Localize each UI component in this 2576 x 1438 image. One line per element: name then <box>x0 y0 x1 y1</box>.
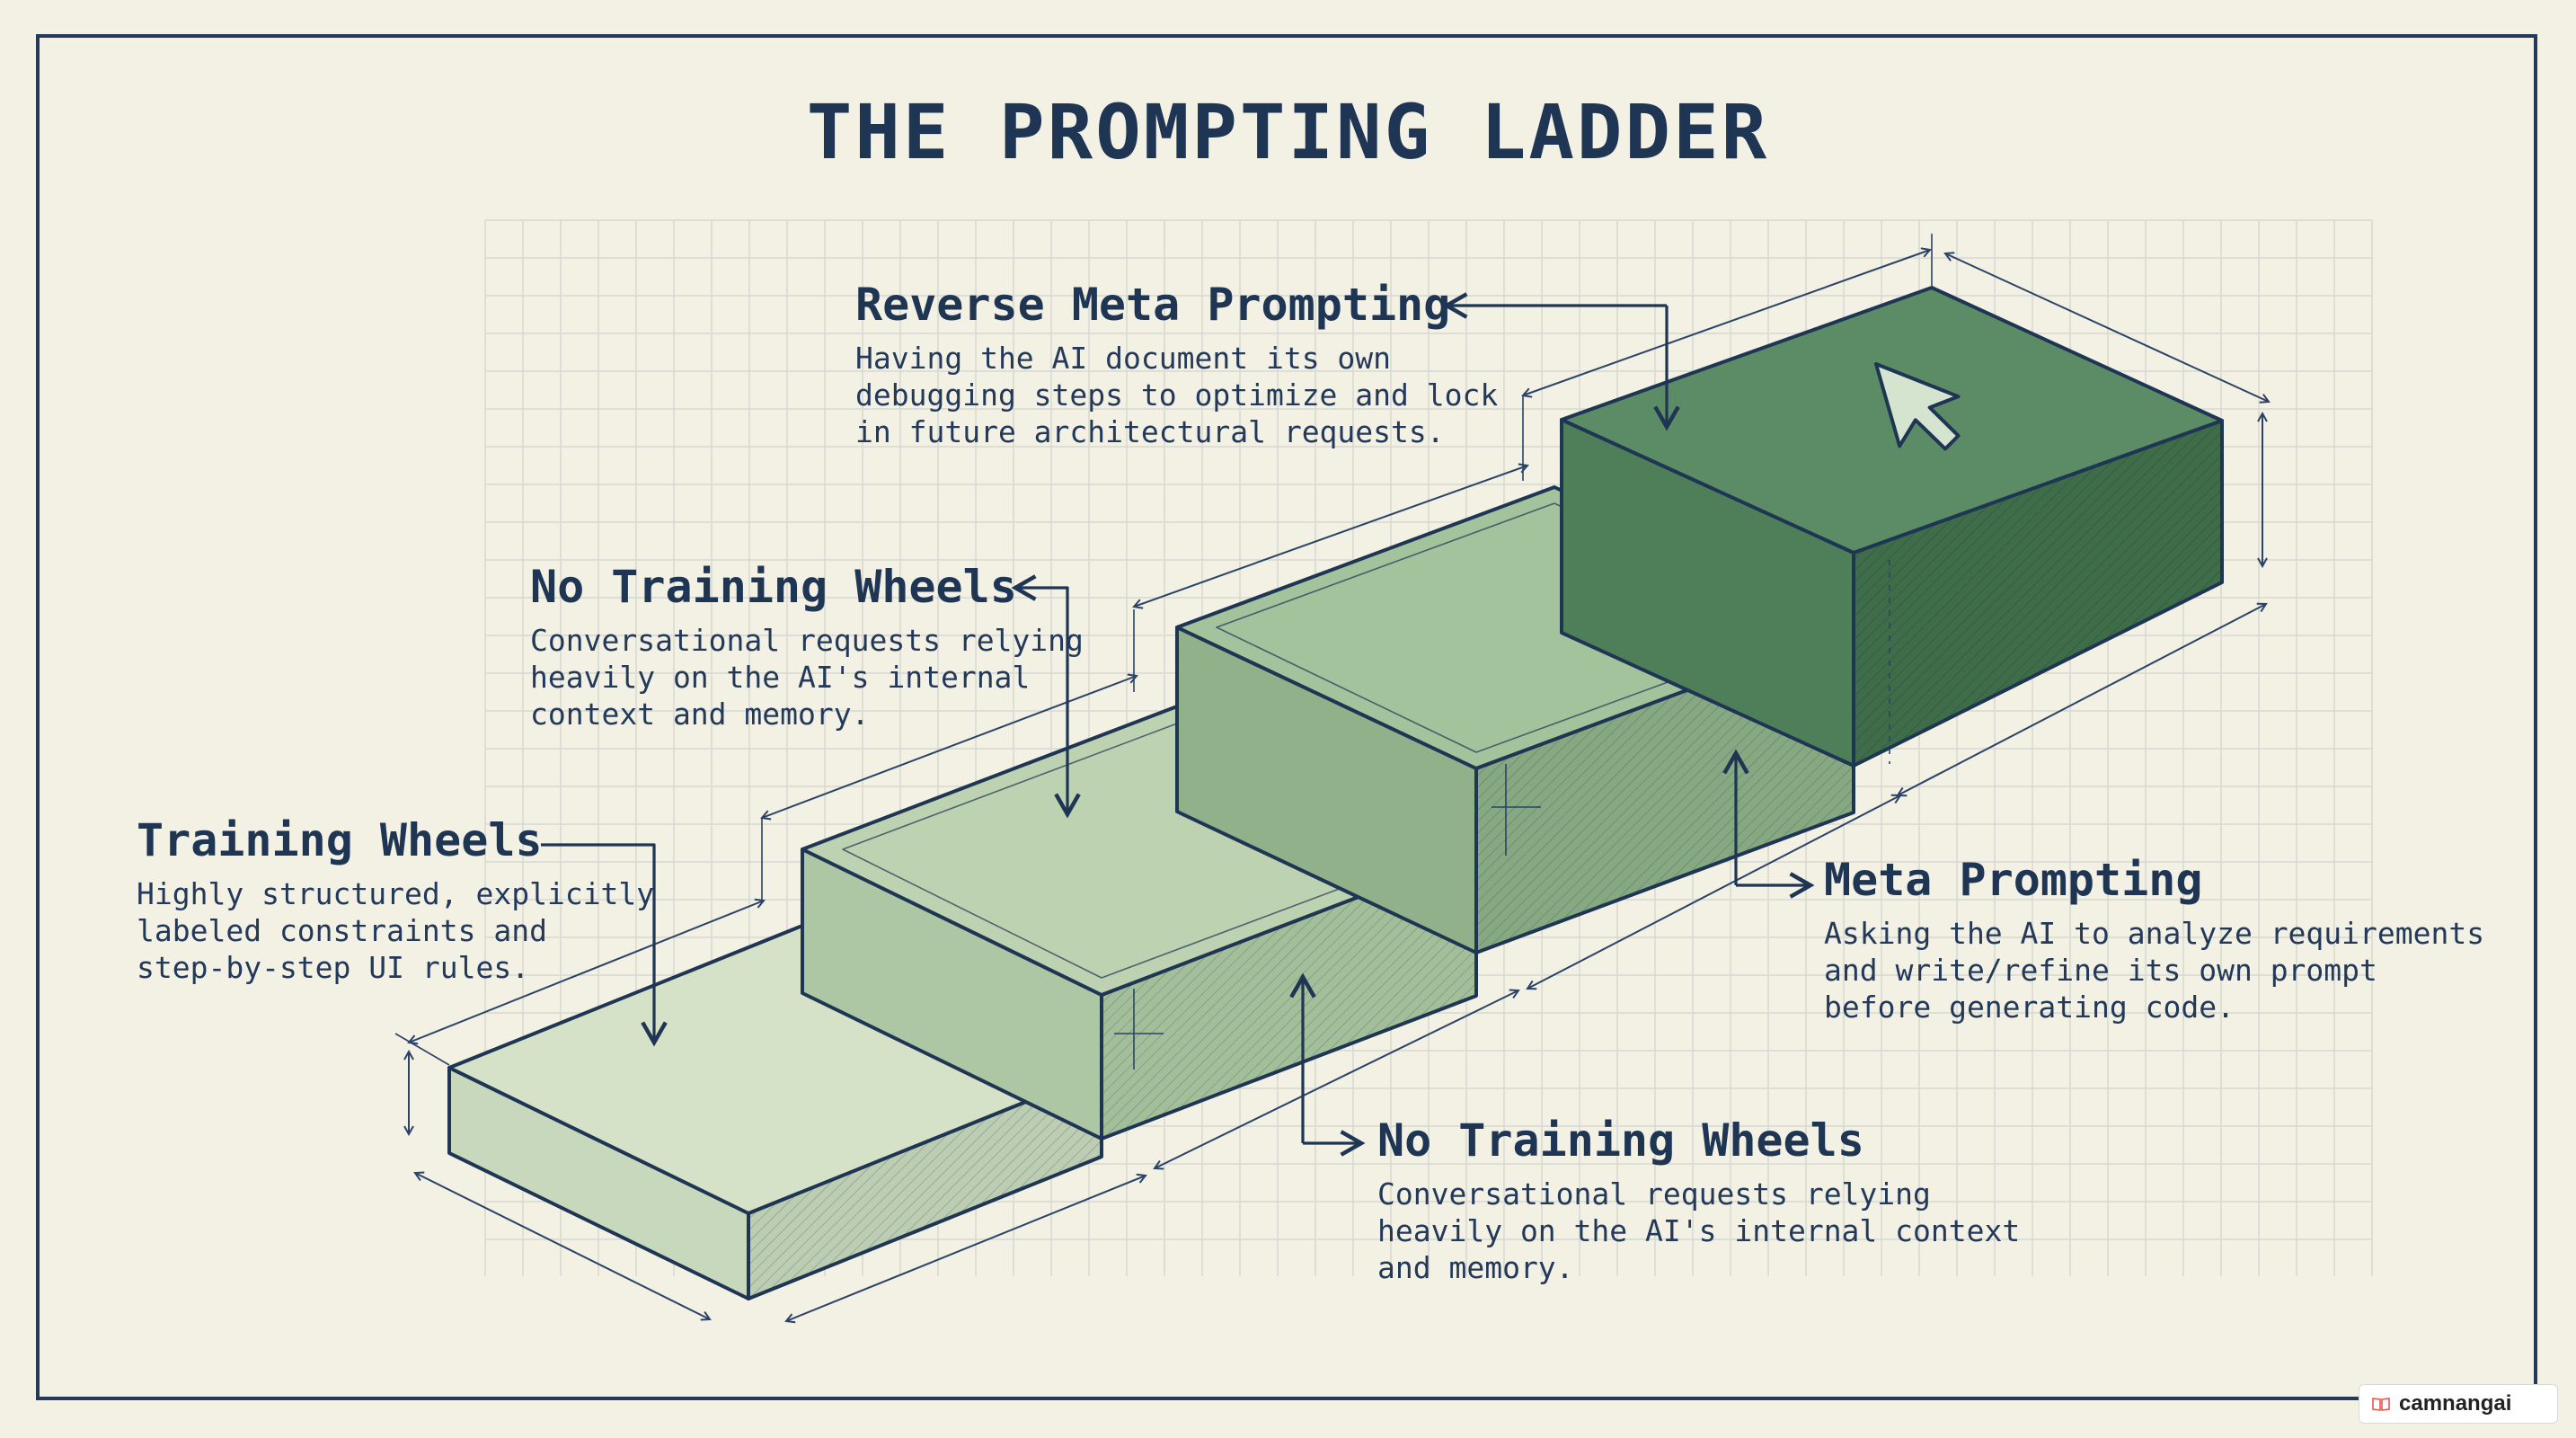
callout-no-training-wheels-upper: No Training Wheels Conversational reques… <box>530 561 1084 732</box>
callout-training-wheels: Training Wheels Highly structured, expli… <box>137 814 654 986</box>
callout-description: Asking the AI to analyze requirements an… <box>1824 916 2485 1025</box>
callout-description: Having the AI document its own debugging… <box>855 341 1499 449</box>
watermark-label: camnangai <box>2399 1391 2512 1416</box>
callout-meta-prompting: Meta Prompting Asking the AI to analyze … <box>1824 854 2484 1025</box>
callout-heading: Reverse Meta Prompting <box>855 279 1451 331</box>
callout-heading: No Training Wheels <box>1377 1114 1864 1167</box>
callout-no-training-wheels-lower: No Training Wheels Conversational reques… <box>1377 1114 2020 1286</box>
callout-description: Conversational requests relying heavily … <box>530 623 1084 732</box>
callout-heading: Meta Prompting <box>1824 854 2203 906</box>
callout-description: Conversational requests relying heavily … <box>1377 1176 2021 1285</box>
dimension-lines <box>409 250 2269 1321</box>
callout-heading: No Training Wheels <box>530 561 1017 613</box>
callout-reverse-meta-prompting: Reverse Meta Prompting Having the AI doc… <box>855 279 1498 450</box>
watermark-badge: camnangai <box>2359 1384 2558 1424</box>
book-icon <box>2372 1398 2390 1411</box>
callout-description: Highly structured, explicitly labeled co… <box>137 876 655 985</box>
page-title: THE PROMPTING LADDER <box>806 88 1770 176</box>
frame-border <box>36 34 2537 1400</box>
extension-ticks <box>394 234 1933 1070</box>
callout-heading: Training Wheels <box>137 814 543 866</box>
callout-arrows <box>541 292 1815 1157</box>
